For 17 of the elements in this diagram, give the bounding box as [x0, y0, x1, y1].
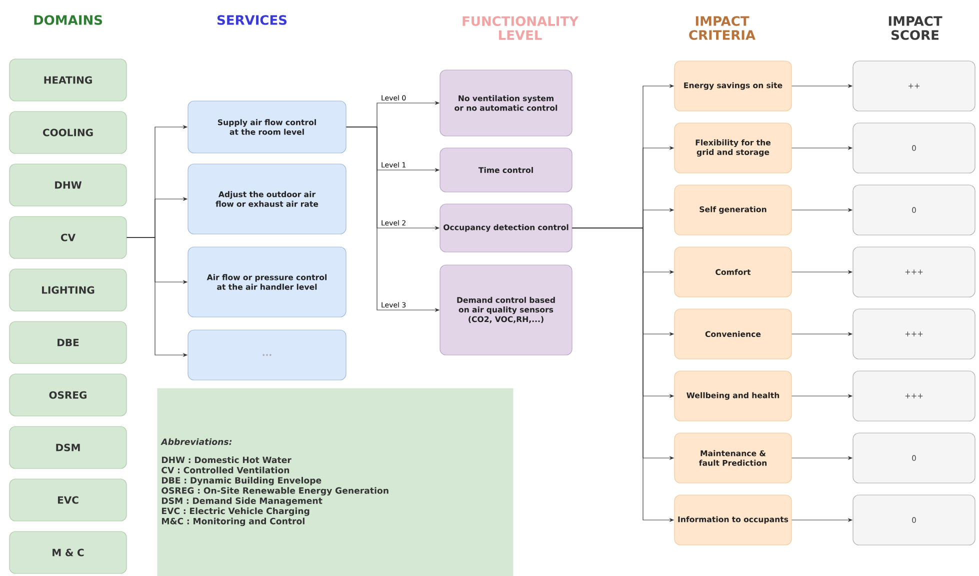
domain-box: HEATING: [9, 58, 127, 102]
domain-box: COOLING: [9, 111, 127, 154]
domain-box: LIGHTING: [9, 268, 127, 312]
domain-box: M & C: [9, 531, 127, 574]
column-header: IMPACT SCORE: [888, 16, 942, 40]
abbreviations-panel: Abbreviations: DHW : Domestic Hot Water CV : Controlled Ventilation DBE : Dynamic Building Envelope OSREG : On-Site Renewable Energy Generation DSM : Demand Side Management EVC : Electric Vehicle Charging M&C : Monitoring and Control: [157, 388, 514, 576]
column-header: IMPACT CRITERIA: [689, 16, 756, 40]
domain-box: DSM: [9, 426, 127, 469]
domain-box: DBE: [9, 321, 127, 364]
domain-box: CV: [9, 216, 127, 259]
domain-box: OSREG: [9, 374, 127, 416]
column-header: DOMAINS: [34, 15, 102, 25]
column-header: SERVICES: [217, 15, 286, 25]
domain-box: DHW: [9, 164, 127, 206]
column-header: FUNCTIONALITY LEVEL: [462, 16, 579, 40]
domain-box: EVC: [9, 478, 127, 522]
service-box: ...: [188, 330, 346, 380]
